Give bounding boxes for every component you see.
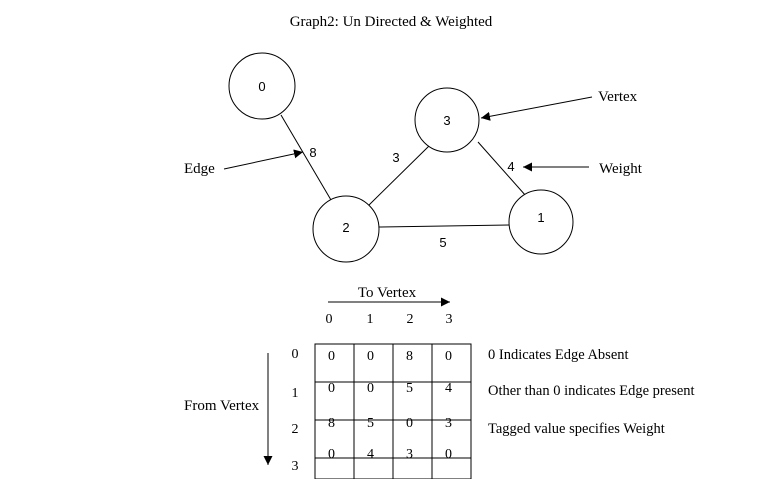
row-headers: 0 1 2 3 bbox=[292, 347, 299, 474]
matrix-cell bbox=[392, 419, 433, 459]
matrix-value: 0 bbox=[445, 349, 452, 364]
matrix-value: 0 bbox=[406, 416, 413, 431]
vertex-2: 2 bbox=[312, 195, 380, 263]
col-header: 2 bbox=[407, 312, 414, 327]
matrix-value: 4 bbox=[445, 381, 452, 396]
edge-weight-0-2: 8 bbox=[309, 145, 316, 160]
matrix-cell bbox=[431, 343, 472, 383]
matrix-value: 0 bbox=[367, 349, 374, 364]
vertex-3: 3 bbox=[414, 87, 480, 153]
note-edge-absent: 0 Indicates Edge Absent bbox=[488, 347, 629, 363]
matrix-value: 5 bbox=[367, 416, 374, 431]
matrix-value: 0 bbox=[328, 447, 335, 462]
edge-annotation: Edge bbox=[184, 161, 215, 177]
to-vertex-label: To Vertex bbox=[358, 285, 417, 301]
matrix-value: 8 bbox=[406, 349, 413, 364]
col-header: 1 bbox=[367, 312, 374, 327]
matrix-value: 5 bbox=[406, 381, 413, 396]
adjacency-matrix: 0 0 8 0 0 0 5 4 8 5 0 3 0 4 3 0 bbox=[314, 343, 472, 479]
edge-2-1 bbox=[378, 224, 510, 228]
matrix-value: 3 bbox=[406, 447, 413, 462]
col-header: 0 bbox=[326, 312, 333, 327]
edge-weight-3-1: 4 bbox=[507, 159, 514, 174]
matrix-value: 8 bbox=[328, 416, 335, 431]
vertex-label: 1 bbox=[537, 210, 544, 225]
vertex-0: 0 bbox=[228, 52, 296, 120]
matrix-cell bbox=[431, 419, 472, 459]
edge-0-2 bbox=[280, 114, 332, 201]
matrix-cell bbox=[353, 419, 394, 459]
diagram-title: Graph2: Un Directed & Weighted bbox=[290, 14, 493, 30]
matrix-cell bbox=[392, 381, 433, 421]
edge-arrow bbox=[223, 149, 304, 170]
note-edge-present: Other than 0 indicates Edge present bbox=[488, 383, 695, 399]
matrix-value: 0 bbox=[328, 381, 335, 396]
matrix-value: 0 bbox=[367, 381, 374, 396]
vertex-label: 0 bbox=[258, 79, 265, 94]
edge-weight-2-1: 5 bbox=[439, 235, 446, 250]
col-header: 3 bbox=[446, 312, 453, 327]
column-headers: 0 1 2 3 bbox=[326, 312, 453, 327]
vertex-arrow bbox=[480, 96, 593, 121]
vertex-label: 2 bbox=[342, 220, 349, 235]
matrix-value: 4 bbox=[367, 447, 374, 462]
matrix-value: 0 bbox=[445, 447, 452, 462]
from-vertex-label: From Vertex bbox=[184, 398, 260, 414]
edge-3-1 bbox=[477, 141, 527, 197]
matrix-value: 3 bbox=[445, 416, 452, 431]
weight-annotation: Weight bbox=[599, 161, 643, 177]
matrix-cell bbox=[314, 381, 355, 421]
vertex-annotation: Vertex bbox=[598, 89, 638, 105]
vertex-1: 1 bbox=[508, 189, 574, 255]
matrix-value: 0 bbox=[328, 349, 335, 364]
matrix-cell bbox=[314, 419, 355, 459]
note-weight: Tagged value specifies Weight bbox=[488, 421, 665, 437]
row-header: 3 bbox=[292, 459, 299, 474]
edge-weight-2-3: 3 bbox=[392, 150, 399, 165]
vertex-label: 3 bbox=[443, 113, 450, 128]
edge-2-3 bbox=[367, 144, 431, 207]
matrix-cell bbox=[353, 381, 394, 421]
row-header: 2 bbox=[292, 422, 299, 437]
matrix-cell bbox=[431, 457, 472, 479]
row-header: 1 bbox=[292, 386, 299, 401]
row-header: 0 bbox=[292, 347, 299, 362]
